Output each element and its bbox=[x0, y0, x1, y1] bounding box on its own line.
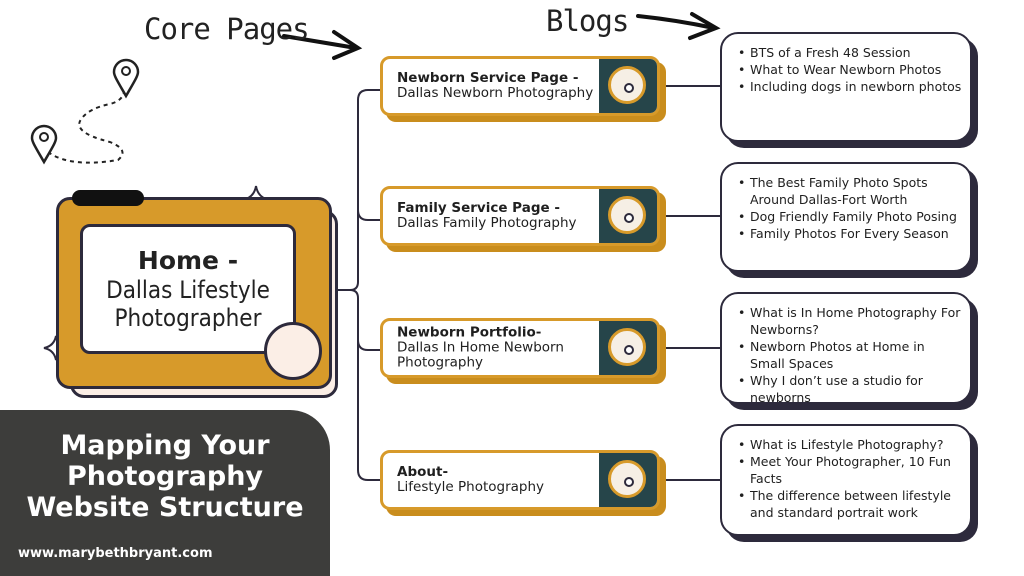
blog-card: What is Lifestyle Photography? Meet Your… bbox=[720, 424, 978, 542]
blog-card: The Best Family Photo Spots Around Dalla… bbox=[720, 162, 978, 278]
page-title: Mapping Your Photography Website Structu… bbox=[26, 430, 304, 523]
core-page-card: Family Service Page -Dallas Family Photo… bbox=[380, 186, 666, 252]
core-page-title: Family Service Page - bbox=[397, 200, 560, 216]
blogs-heading: Blogs bbox=[546, 4, 629, 38]
core-page-card: About-Lifestyle Photography bbox=[380, 450, 666, 516]
map-pin-icon bbox=[30, 124, 58, 165]
blog-item: Family Photos For Every Season bbox=[738, 225, 962, 242]
blog-item: Newborn Photos at Home in Small Spaces bbox=[738, 338, 962, 372]
blog-item: The difference between lifestyle and sta… bbox=[738, 487, 962, 521]
home-card-label: Home - Dallas Lifestyle Photographer bbox=[80, 224, 296, 354]
core-pages-heading: Core Pages bbox=[144, 12, 310, 46]
core-page-subtitle: Dallas Newborn Photography bbox=[397, 85, 594, 101]
home-subtitle-1: Dallas Lifestyle bbox=[106, 276, 270, 304]
blog-item: What is Lifestyle Photography? bbox=[738, 436, 962, 453]
arrow-right-icon bbox=[282, 30, 363, 60]
core-page-card: Newborn Portfolio-Dallas In Home Newborn… bbox=[380, 318, 666, 384]
website-url: www.marybethbryant.com bbox=[18, 546, 213, 561]
core-page-card: Newborn Service Page -Dallas Newborn Pho… bbox=[380, 56, 666, 122]
core-page-title: About- bbox=[397, 464, 449, 480]
blog-item: What to Wear Newborn Photos bbox=[738, 61, 962, 78]
blog-item: The Best Family Photo Spots Around Dalla… bbox=[738, 174, 962, 208]
core-page-subtitle: Dallas Family Photography bbox=[397, 215, 577, 231]
blog-card: What is In Home Photography For Newborns… bbox=[720, 292, 978, 410]
title-panel: Mapping Your Photography Website Structu… bbox=[0, 410, 330, 576]
blog-card: BTS of a Fresh 48 Session What to Wear N… bbox=[720, 32, 978, 148]
blog-item: What is In Home Photography For Newborns… bbox=[738, 304, 962, 338]
home-title: Home - bbox=[137, 246, 239, 275]
arrow-right-icon bbox=[636, 12, 721, 40]
core-page-title: Newborn Portfolio- bbox=[397, 324, 542, 341]
blog-item: Including dogs in newborn photos bbox=[738, 78, 962, 95]
home-subtitle-2: Photographer bbox=[114, 304, 262, 332]
blog-item: Meet Your Photographer, 10 Fun Facts bbox=[738, 453, 962, 487]
core-page-subtitle: Lifestyle Photography bbox=[397, 479, 545, 495]
blog-item: BTS of a Fresh 48 Session bbox=[738, 44, 962, 61]
map-pin-icon bbox=[112, 58, 140, 99]
home-card-circle bbox=[264, 322, 322, 380]
home-card-tab bbox=[72, 190, 144, 206]
core-page-subtitle: Dallas In Home Newborn Photography bbox=[397, 339, 564, 371]
core-page-title: Newborn Service Page - bbox=[397, 70, 579, 86]
blog-item: Why I don’t use a studio for newborns bbox=[738, 372, 962, 406]
blog-item: Dog Friendly Family Photo Posing bbox=[738, 208, 962, 225]
